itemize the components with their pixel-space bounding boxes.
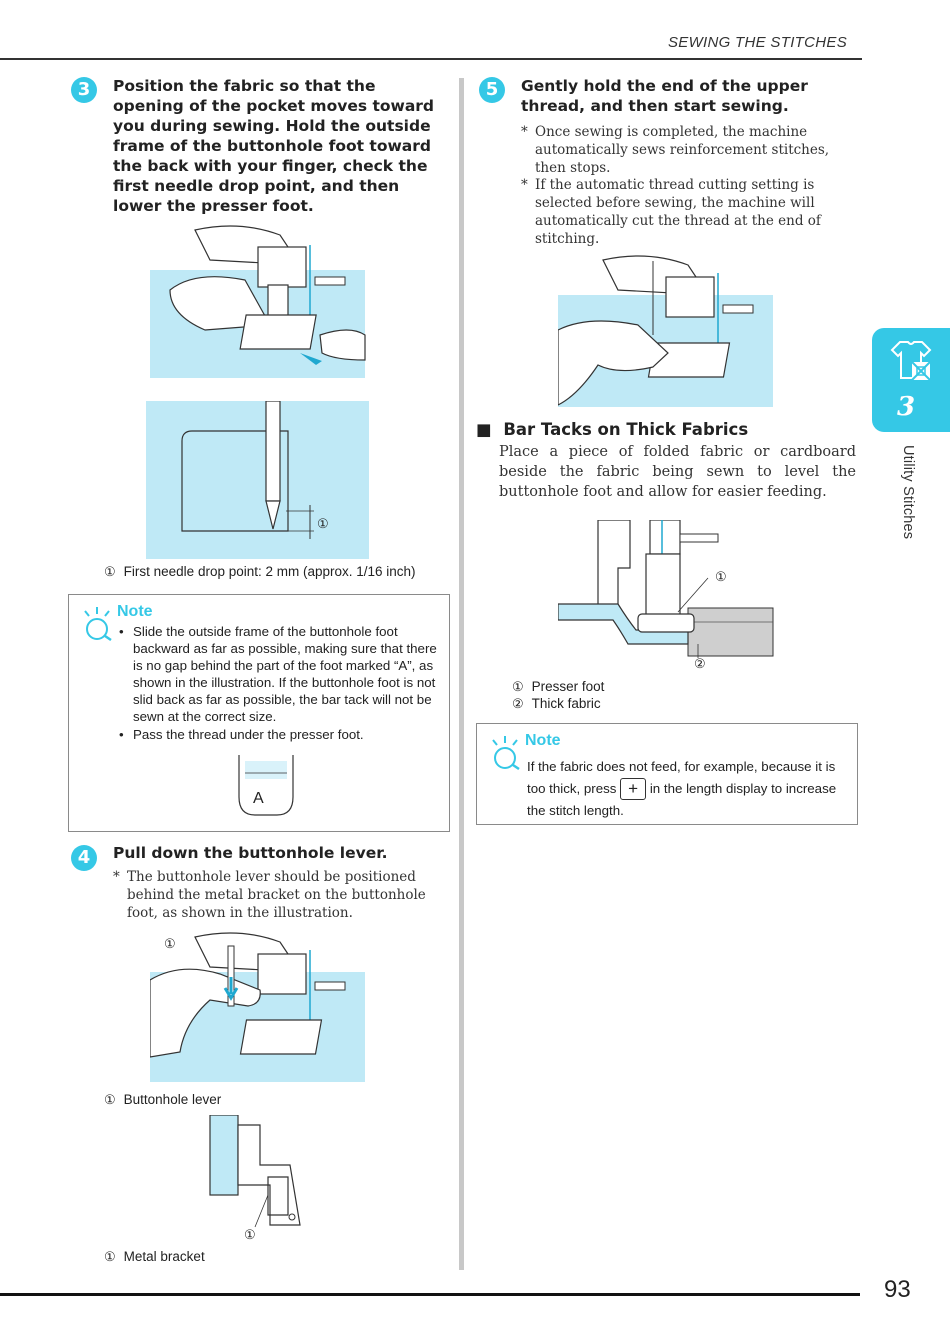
note-item-2: • Pass the thread under the presser foot… bbox=[119, 726, 441, 743]
step-5-bullet-2: *If the automatic thread cutting setting… bbox=[521, 176, 849, 248]
note-text-before: If the fabric does not feed, for example… bbox=[527, 759, 836, 796]
plus-button-icon: + bbox=[620, 778, 647, 801]
needle-drop-point-illustration bbox=[146, 401, 369, 559]
step-5-number: 5 bbox=[479, 77, 505, 103]
note-item-text: Slide the outside frame of the buttonhol… bbox=[133, 624, 437, 724]
note-label: Note bbox=[117, 603, 153, 620]
bracket-label: ① bbox=[244, 1227, 256, 1242]
caption-text: First needle drop point: 2 mm (approx. 1… bbox=[123, 564, 416, 579]
foot-marker-letter: A bbox=[253, 790, 264, 807]
note-2-text: If the fabric does not feed, for example… bbox=[527, 756, 849, 822]
thick-fabric-illustration bbox=[558, 520, 776, 670]
note-lightbulb-icon bbox=[492, 736, 520, 770]
caption-presser-foot: ① Presser foot bbox=[512, 679, 604, 695]
step-4-bullet: *The buttonhole lever should be position… bbox=[113, 868, 443, 922]
start-sewing-illustration bbox=[558, 255, 776, 408]
page-number: 93 bbox=[884, 1276, 911, 1303]
step-5-text: Gently hold the end of the upper thread,… bbox=[521, 77, 808, 115]
caption-text: Buttonhole lever bbox=[123, 1092, 222, 1107]
note-box-2: Note If the fabric does not feed, for ex… bbox=[476, 723, 858, 825]
tshirt-quilt-icon bbox=[890, 341, 932, 381]
caption-number: ② bbox=[512, 696, 524, 711]
header-rule bbox=[0, 58, 862, 60]
buttonhole-lever-illustration bbox=[150, 932, 368, 1084]
note-label: Note bbox=[525, 732, 561, 749]
step-5-bullet-1: *Once sewing is completed, the machine a… bbox=[521, 123, 849, 177]
chapter-number: 3 bbox=[897, 392, 916, 422]
needle-drop-label: ① bbox=[317, 516, 329, 531]
caption-thick-fabric: ② Thick fabric bbox=[512, 696, 601, 712]
page-header-title: SEWING THE STITCHES bbox=[667, 34, 847, 51]
column-divider bbox=[459, 78, 464, 1270]
note-lightbulb-icon bbox=[84, 607, 112, 641]
section-heading-bar-tacks: ■ Bar Tacks on Thick Fabrics bbox=[476, 420, 748, 439]
caption-number: ① bbox=[104, 1092, 116, 1107]
step-3-presser-foot-illustration bbox=[150, 225, 368, 380]
bullet-text: The buttonhole lever should be positione… bbox=[127, 869, 426, 921]
caption-metal-bracket: ① Metal bracket bbox=[104, 1249, 205, 1265]
step-3-text: Position the fabric so that the opening … bbox=[113, 77, 435, 215]
footer-rule bbox=[0, 1293, 860, 1296]
chapter-tab bbox=[872, 328, 950, 432]
caption-text: Thick fabric bbox=[531, 696, 601, 711]
thick-fabric-label: ② bbox=[694, 656, 706, 671]
section-title: Bar Tacks on Thick Fabrics bbox=[503, 420, 749, 439]
metal-bracket-illustration bbox=[200, 1115, 315, 1240]
caption-text: Metal bracket bbox=[123, 1249, 205, 1264]
caption-number: ① bbox=[104, 564, 116, 579]
caption-needle-drop: ① First needle drop point: 2 mm (approx. … bbox=[104, 564, 416, 580]
presser-foot-label: ① bbox=[715, 569, 727, 584]
note-text-after: in the length display to increase the st… bbox=[527, 781, 837, 819]
buttonhole-foot-a-illustration bbox=[238, 755, 294, 816]
chapter-label: Utility Stitches bbox=[900, 445, 916, 540]
lever-label: ① bbox=[164, 936, 176, 951]
step-4-text: Pull down the buttonhole lever. bbox=[113, 844, 388, 862]
caption-number: ① bbox=[104, 1249, 116, 1264]
caption-text: Presser foot bbox=[531, 679, 605, 694]
note-box-1: Note • Slide the outside frame of the bu… bbox=[68, 594, 450, 832]
section-marker: ■ bbox=[476, 420, 492, 439]
bullet-text: Once sewing is completed, the machine au… bbox=[535, 124, 830, 176]
step-4-number: 4 bbox=[71, 845, 97, 871]
bullet-text: If the automatic thread cutting setting … bbox=[535, 177, 821, 247]
step-3-number: 3 bbox=[71, 77, 97, 103]
caption-number: ① bbox=[512, 679, 524, 694]
section-body-bar-tacks: Place a piece of folded fabric or cardbo… bbox=[499, 444, 856, 500]
note-item-text: Pass the thread under the presser foot. bbox=[133, 727, 364, 742]
caption-buttonhole-lever: ① Buttonhole lever bbox=[104, 1092, 221, 1108]
note-item-1: • Slide the outside frame of the buttonh… bbox=[119, 623, 441, 725]
